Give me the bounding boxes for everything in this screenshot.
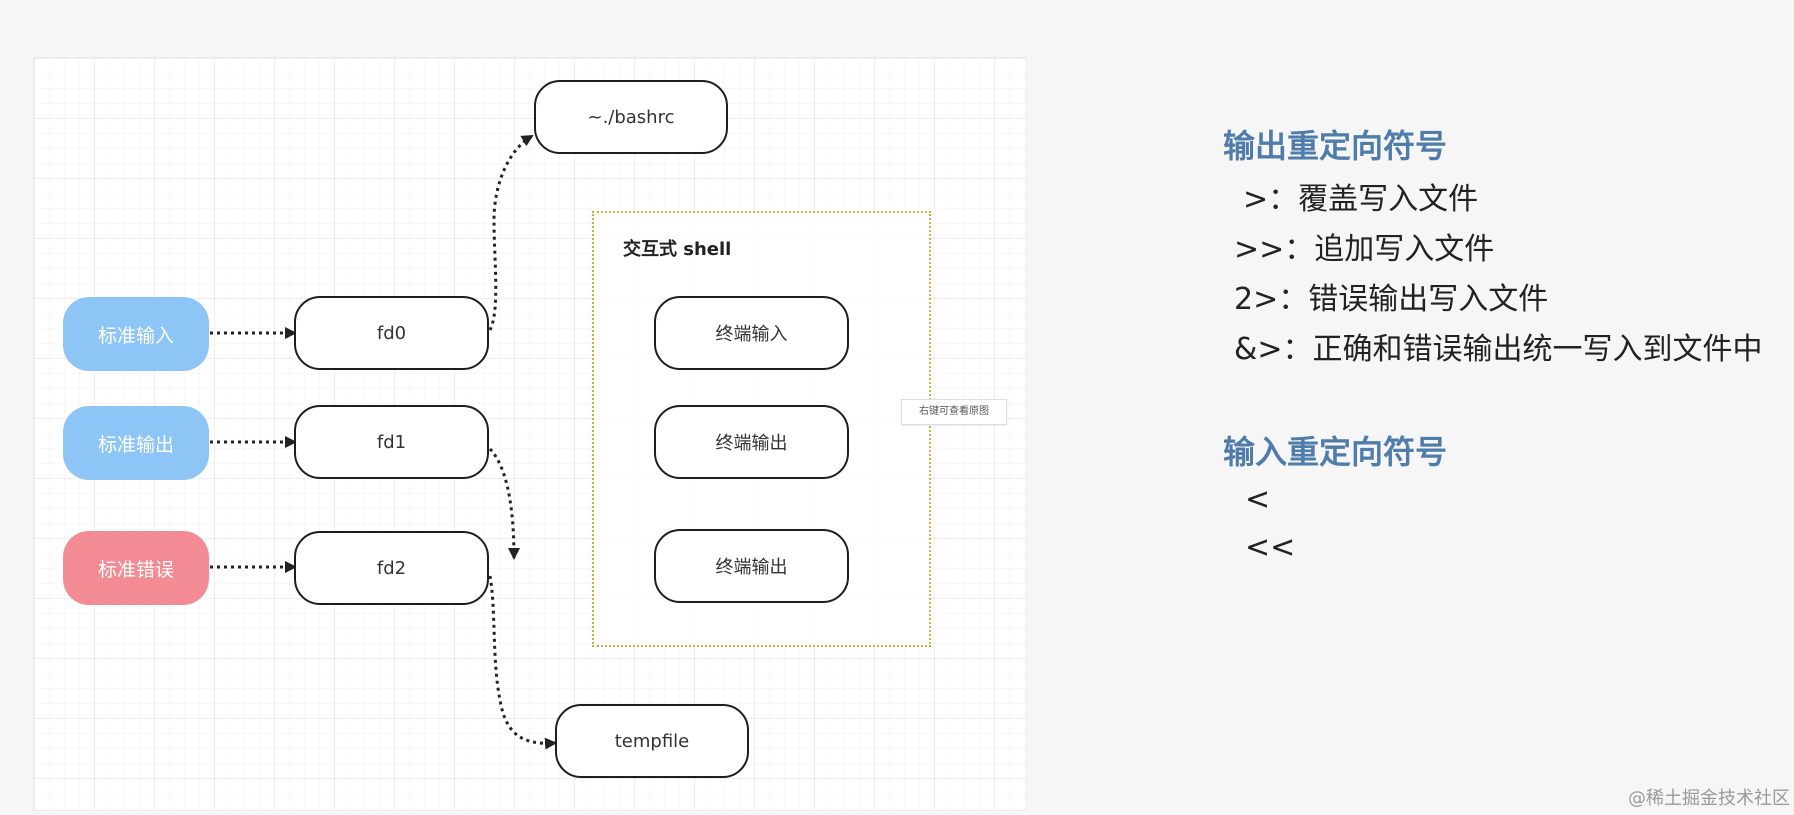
output-redirection-item: >：覆盖写入文件 [1243, 182, 1479, 217]
node-tempfile: tempfile [555, 704, 749, 778]
input-redirection-item: << [1245, 530, 1296, 565]
source-stderr: 标准错误 [63, 531, 209, 605]
shell-terminal-output-1: 终端输出 [654, 405, 849, 479]
node-bashrc: ~./bashrc [534, 80, 728, 154]
view-original-tooltip: 右键可查看原图 [901, 399, 1007, 425]
output-redirection-item: >>：追加写入文件 [1234, 232, 1495, 267]
output-redirection-item: &>：正确和错误输出统一写入到文件中 [1234, 332, 1763, 367]
node-fd1: fd1 [294, 405, 489, 479]
interactive-shell-title: 交互式 shell [623, 239, 732, 260]
watermark: @稀土掘金技术社区 [1628, 788, 1790, 809]
output-redirection-item: 2>：错误输出写入文件 [1234, 282, 1549, 317]
node-fd2: fd2 [294, 531, 489, 605]
input-redirection-item: < [1245, 482, 1271, 517]
output-redirection-heading: 输出重定向符号 [1223, 127, 1448, 165]
node-fd0: fd0 [294, 296, 489, 370]
source-stdout: 标准输出 [63, 406, 209, 480]
source-stdin: 标准输入 [63, 297, 209, 371]
input-redirection-heading: 输入重定向符号 [1223, 433, 1448, 471]
shell-terminal-output-2: 终端输出 [654, 529, 849, 603]
shell-terminal-input: 终端输入 [654, 296, 849, 370]
